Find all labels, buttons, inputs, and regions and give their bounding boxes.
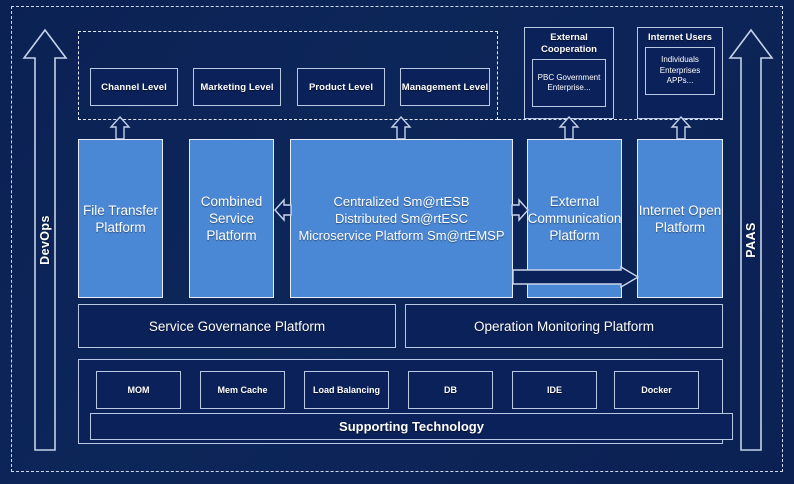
application-levels-group xyxy=(78,31,498,120)
up-arrow-icon xyxy=(390,115,412,140)
level-box-channel[interactable]: Channel Level xyxy=(90,68,178,106)
flow-long-right-arrow xyxy=(512,265,640,289)
platform-label-line-1: Centralized Sm@rtESB xyxy=(333,194,470,209)
right-arrow-icon xyxy=(511,198,529,222)
devops-arrow-label: DevOps xyxy=(38,215,52,265)
external-cooperation-group[interactable]: External Cooperation PBC Government Ente… xyxy=(524,27,614,119)
supporting-technology-bar[interactable]: Supporting Technology xyxy=(90,413,733,440)
flow-right-arrow xyxy=(511,198,529,222)
tech-box-load-balancing[interactable]: Load Balancing xyxy=(304,371,389,409)
platform-centralized-esb[interactable]: Centralized Sm@rtESB Distributed Sm@rtES… xyxy=(290,139,513,298)
up-arrow-icon xyxy=(22,28,68,451)
outer-boundary xyxy=(11,6,783,472)
application-levels-dashed-extension xyxy=(498,119,723,120)
platform-label: External Communication Platform xyxy=(527,194,622,243)
internet-users-title: Internet Users xyxy=(648,32,712,43)
devops-arrow: DevOps xyxy=(22,28,68,452)
paas-arrow: PAAS xyxy=(728,28,774,452)
tech-box-db[interactable]: DB xyxy=(408,371,493,409)
level-label: Marketing Level xyxy=(200,81,274,93)
internet-users-inner: Individuals Enterprises APPs... xyxy=(645,47,715,95)
tech-box-mem-cache[interactable]: Mem Cache xyxy=(200,371,285,409)
tech-label: DB xyxy=(444,384,457,395)
tech-box-ide[interactable]: IDE xyxy=(512,371,597,409)
level-label: Product Level xyxy=(308,81,374,93)
platform-label: File Transfer Platform xyxy=(82,202,159,235)
bar-service-governance[interactable]: Service Governance Platform xyxy=(78,304,396,348)
tech-box-docker[interactable]: Docker xyxy=(614,371,699,409)
up-arrow-icon xyxy=(670,115,692,140)
connector-up-arrow-2 xyxy=(390,115,412,140)
platform-combined-service[interactable]: Combined Service Platform xyxy=(189,139,274,298)
tech-label: Mem Cache xyxy=(217,384,268,395)
external-cooperation-inner: PBC Government Enterprise... xyxy=(532,59,606,107)
platform-label: Combined Service Platform xyxy=(200,194,263,243)
flow-left-arrow xyxy=(274,198,292,222)
connector-up-arrow-3 xyxy=(558,115,580,140)
platform-internet-open[interactable]: Internet Open Platform xyxy=(637,139,723,298)
connector-up-arrow-4 xyxy=(670,115,692,140)
tech-box-mom[interactable]: MOM xyxy=(96,371,181,409)
level-label: Channel Level xyxy=(101,81,167,93)
tech-label: Docker xyxy=(641,384,672,395)
internet-users-group[interactable]: Internet Users Individuals Enterprises A… xyxy=(637,27,723,119)
long-right-arrow-icon xyxy=(512,265,640,289)
connector-up-arrow-1 xyxy=(109,115,131,140)
up-arrow-icon xyxy=(109,115,131,140)
bar-label: Service Governance Platform xyxy=(148,318,326,334)
level-label: Management Level xyxy=(401,81,489,93)
platform-external-communication[interactable]: External Communication Platform xyxy=(527,139,622,298)
tech-label: IDE xyxy=(546,384,562,395)
platform-label-line-3: Microservice Platform Sm@rtEMSP xyxy=(298,228,505,243)
platform-file-transfer[interactable]: File Transfer Platform xyxy=(78,139,163,298)
bar-operation-monitoring[interactable]: Operation Monitoring Platform xyxy=(405,304,723,348)
tech-label: Load Balancing xyxy=(312,384,380,395)
level-box-management[interactable]: Management Level xyxy=(400,68,490,106)
left-arrow-icon xyxy=(274,198,292,222)
supporting-technology-label: Supporting Technology xyxy=(339,419,484,434)
level-box-product[interactable]: Product Level xyxy=(297,68,385,106)
bar-label: Operation Monitoring Platform xyxy=(473,318,655,334)
level-box-marketing[interactable]: Marketing Level xyxy=(193,68,281,106)
tech-label: MOM xyxy=(127,384,150,395)
up-arrow-icon xyxy=(728,28,774,451)
platform-label: Internet Open Platform xyxy=(638,202,722,235)
platform-label-line-2: Distributed Sm@rtESC xyxy=(334,211,469,226)
external-cooperation-title: External Cooperation xyxy=(541,32,597,55)
up-arrow-icon xyxy=(558,115,580,140)
paas-arrow-label: PAAS xyxy=(744,222,758,258)
